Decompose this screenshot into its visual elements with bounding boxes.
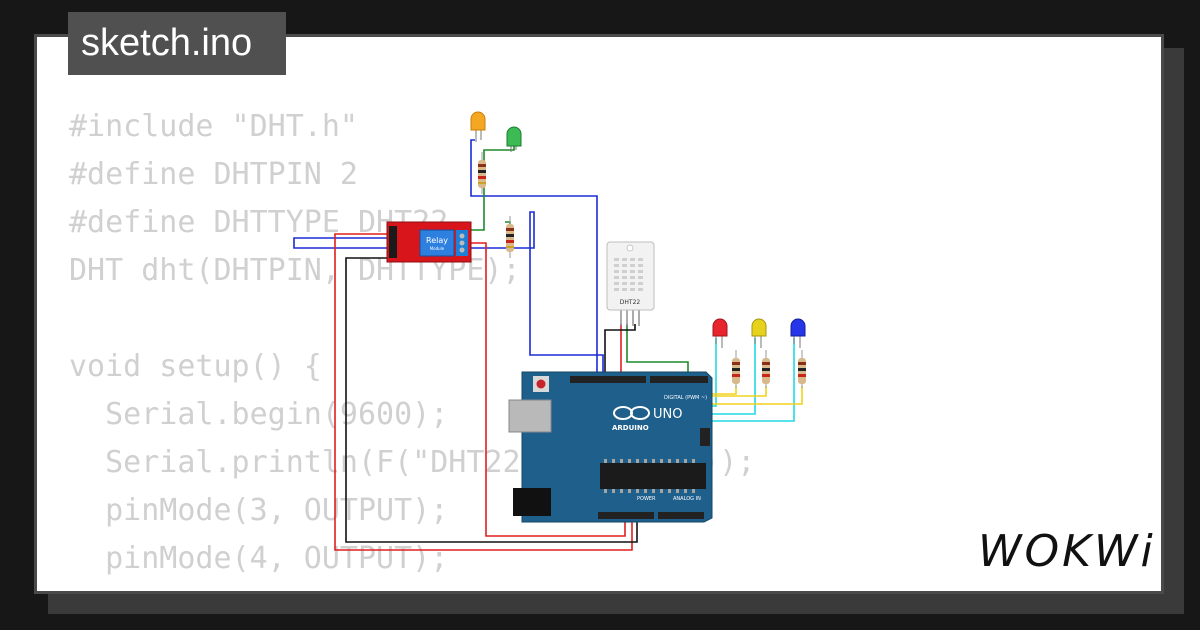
- code-line: Serial.begin(9600);: [69, 397, 449, 432]
- code-line: pinMode(5, OUTPUT);: [69, 583, 755, 591]
- code-line: #define DHTPIN 2: [69, 157, 358, 192]
- code-line: pinMode(4, OUTPUT);: [69, 541, 449, 576]
- wire-green: [440, 146, 515, 231]
- wire-red: [460, 242, 626, 537]
- code-line: pinMode(3, OUTPUT);: [69, 493, 449, 528]
- wire-red: [334, 233, 633, 551]
- relay-label: Relay: [426, 236, 448, 245]
- dht22-label: DHT22: [620, 299, 641, 306]
- resistor[interactable]: [762, 350, 770, 388]
- resistor[interactable]: [506, 216, 514, 258]
- resistor[interactable]: [478, 152, 486, 194]
- wire-green: [626, 324, 689, 378]
- code-line: #include "DHT.h": [69, 109, 358, 144]
- resistor[interactable]: [732, 350, 740, 388]
- wokwi-logo: WOKWi: [978, 526, 1156, 577]
- dht22-sensor[interactable]: DHT22: [606, 241, 655, 326]
- power-header-label: POWER: [637, 496, 656, 502]
- arduino-brand-label: ARDUINO: [612, 424, 649, 432]
- wire-blue: [470, 139, 598, 378]
- digital-header-label: DIGITAL (PWM ~): [664, 395, 707, 401]
- analog-header-label: ANALOG IN: [673, 496, 701, 502]
- sketch-file-tab[interactable]: sketch.ino: [68, 12, 286, 75]
- arduino-model-label: UNO: [653, 407, 682, 422]
- wire-black: [604, 324, 636, 378]
- led-green[interactable]: [506, 126, 522, 152]
- arduino-uno-board[interactable]: UNO ARDUINO DIGITAL (PWM ~) ANALOG IN PO…: [508, 371, 713, 523]
- relay-module[interactable]: Relay Module: [386, 221, 472, 263]
- preview-card: #include "DHT.h"#define DHTPIN 2#define …: [34, 34, 1164, 594]
- wire-black: [345, 257, 638, 543]
- led-red[interactable]: [712, 318, 728, 348]
- led-blue[interactable]: [790, 318, 806, 348]
- code-line: void setup() {: [69, 349, 322, 384]
- led-orange[interactable]: [470, 111, 486, 142]
- arduino-logo: UNO ARDUINO: [612, 406, 682, 432]
- relay-sub-label: Module: [430, 246, 445, 251]
- code-preview: #include "DHT.h"#define DHTPIN 2#define …: [69, 103, 755, 591]
- wire-blue: [293, 211, 604, 378]
- led-yellow[interactable]: [751, 318, 767, 348]
- resistor[interactable]: [798, 350, 806, 388]
